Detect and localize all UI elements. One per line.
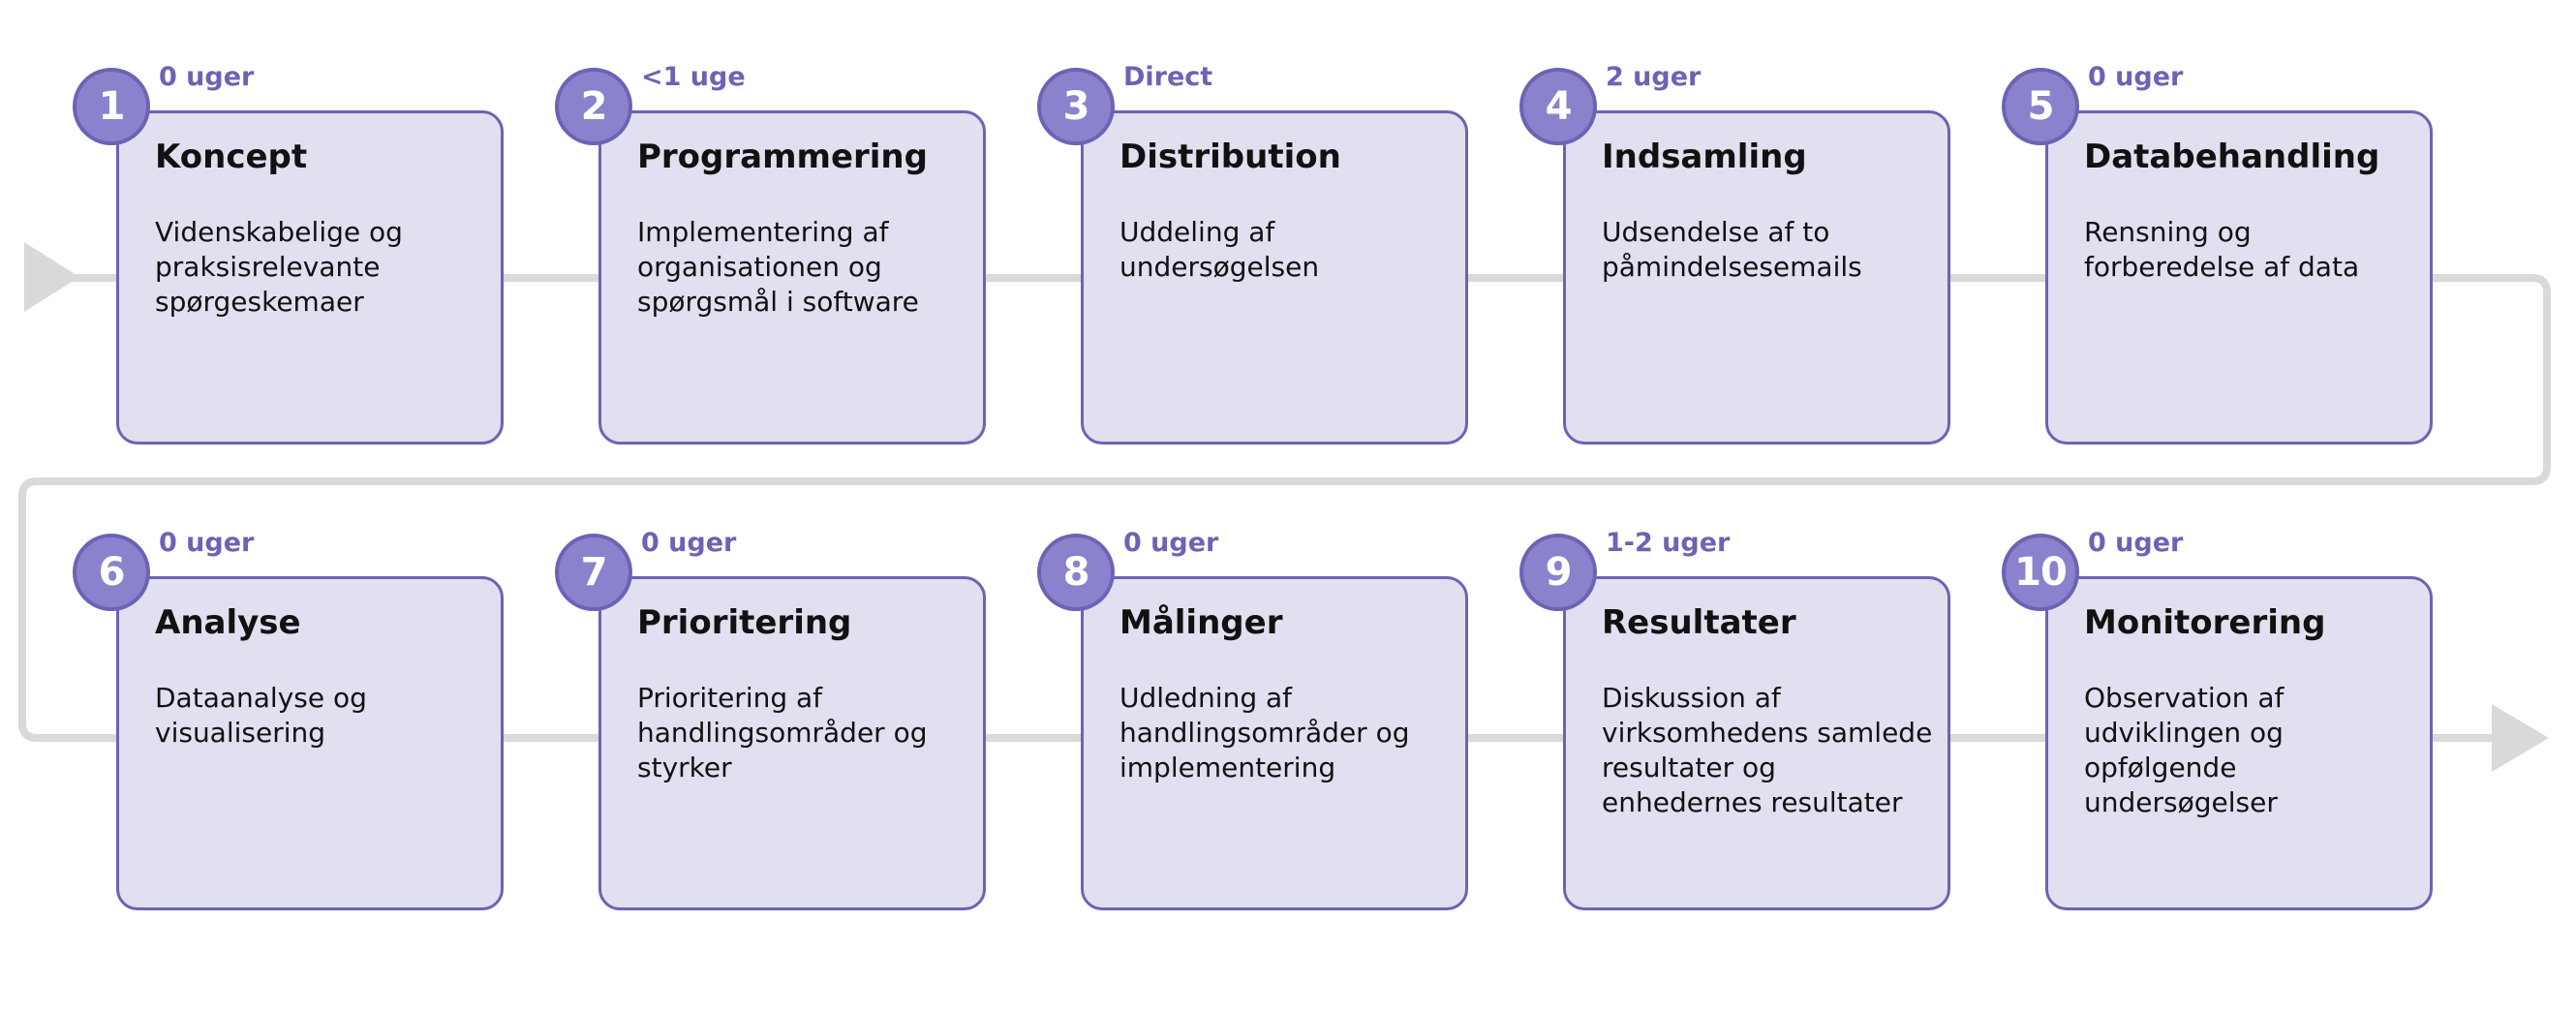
process-step-1: 1 0 uger Koncept Videnskabelige og praks… [73, 62, 504, 445]
step-description: Uddeling af undersøgelsen [1119, 216, 1320, 283]
step-number-badge: 10 [2002, 534, 2079, 611]
step-card [598, 576, 986, 910]
step-card [2045, 110, 2433, 445]
step-title: Koncept [155, 138, 308, 176]
flow-line [18, 274, 2551, 742]
step-description: Udledning af handlingsområder og impleme… [1119, 682, 1410, 783]
step-description: Rensning og forberedelse af data [2084, 216, 2360, 283]
step-title: Indsamling [1602, 138, 1807, 176]
step-card [116, 576, 504, 910]
step-title: Monitorering [2084, 603, 2326, 642]
step-number-badge: 8 [1037, 534, 1115, 611]
step-duration: 1-2 uger [1606, 528, 1731, 558]
step-number-badge: 2 [555, 68, 632, 145]
step-duration: 2 uger [1606, 62, 1702, 92]
step-card [1081, 110, 1468, 445]
step-duration: 0 uger [159, 528, 255, 558]
process-step-5: 5 0 uger Databehandling Rensning og forb… [2002, 62, 2433, 445]
step-duration: 0 uger [1123, 528, 1219, 558]
step-description: Videnskabelige og praksisrelevante spørg… [155, 216, 403, 318]
step-title: Resultater [1602, 603, 1796, 642]
step-title: Målinger [1119, 603, 1283, 642]
step-number-badge: 9 [1519, 534, 1597, 611]
step-title: Analyse [155, 603, 301, 642]
step-title: Programmering [637, 138, 928, 176]
step-card [2045, 576, 2433, 910]
step-number-badge: 7 [555, 534, 632, 611]
step-card [116, 110, 504, 445]
step-description: Observation af udviklingen og opfølgende… [2084, 682, 2285, 818]
step-duration: <1 uge [641, 62, 746, 92]
process-step-8: 8 0 uger Målinger Udledning af handlings… [1037, 528, 1468, 910]
step-number-badge: 5 [2002, 68, 2079, 145]
step-card [1563, 576, 1950, 910]
process-step-7: 7 0 uger Prioritering Prioritering af ha… [555, 528, 986, 910]
process-step-10: 10 0 uger Monitorering Observation af ud… [2002, 528, 2433, 910]
flow-start-arrow-icon [24, 242, 79, 312]
step-card [598, 110, 986, 445]
step-description: Udsendelse af to påmindelsesemails [1602, 216, 1862, 283]
step-number-badge: 4 [1519, 68, 1597, 145]
step-number-badge: 1 [73, 68, 150, 145]
step-duration: 0 uger [2088, 62, 2184, 92]
step-title: Databehandling [2084, 138, 2380, 176]
process-step-9: 9 1-2 uger Resultater Diskussion af virk… [1519, 528, 1950, 910]
process-step-2: 2 <1 uge Programmering Implementering af… [555, 62, 986, 445]
process-step-3: 3 Direct Distribution Uddeling af unders… [1037, 62, 1468, 445]
process-step-6: 6 0 uger Analyse Dataanalyse og visualis… [73, 528, 504, 910]
step-duration: 0 uger [159, 62, 255, 92]
step-description: Implementering af organisationen og spør… [637, 216, 919, 318]
step-description: Diskussion af virksomhedens samlede resu… [1602, 682, 1933, 818]
step-duration: Direct [1123, 62, 1213, 92]
step-number-badge: 6 [73, 534, 150, 611]
step-card [1081, 576, 1468, 910]
process-step-4: 4 2 uger Indsamling Udsendelse af to påm… [1519, 62, 1950, 445]
step-duration: 0 uger [641, 528, 737, 558]
step-description: Dataanalyse og visualisering [155, 682, 367, 749]
flow-end-arrow-icon [2492, 704, 2549, 772]
step-duration: 0 uger [2088, 528, 2184, 558]
step-description: Prioritering af handlingsområder og styr… [637, 682, 928, 783]
step-card [1563, 110, 1950, 445]
step-title: Distribution [1119, 138, 1341, 176]
step-number-badge: 3 [1037, 68, 1115, 145]
step-title: Prioritering [637, 603, 852, 642]
